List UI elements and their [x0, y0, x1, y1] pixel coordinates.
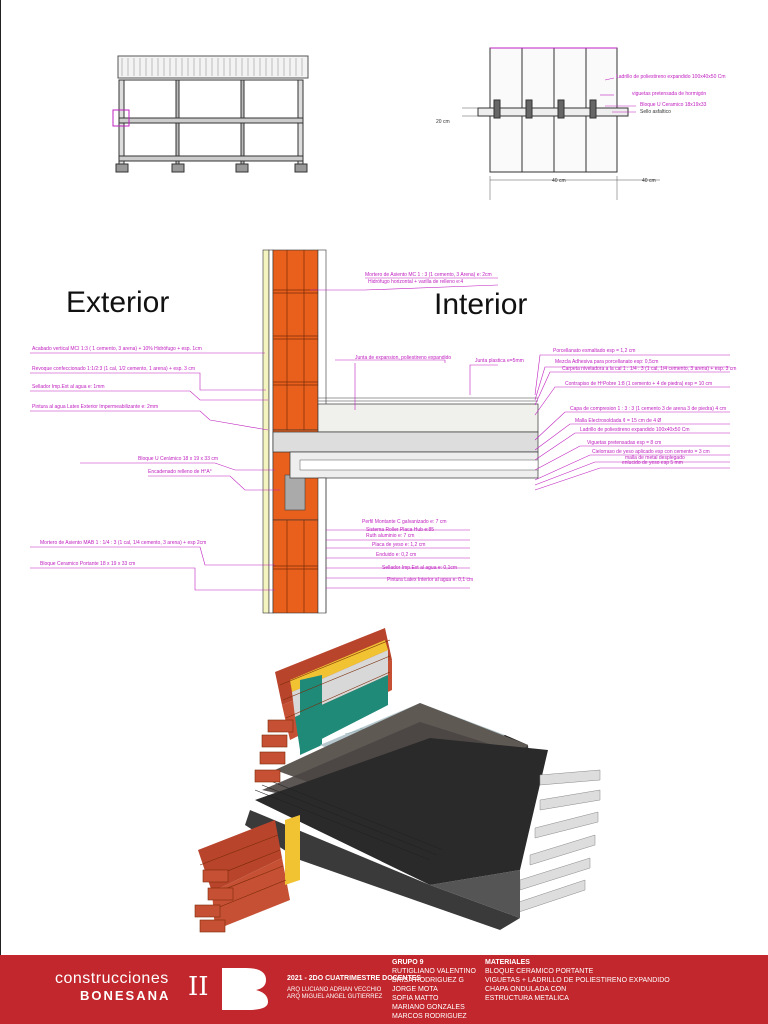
beam-detail: [462, 47, 660, 200]
annotation: Mezcla Adhesiva para porcellanato esp: 0…: [555, 359, 659, 365]
isometric-model: [194, 628, 601, 933]
annotation: Viguetas pretensadas esp = 8 cm: [587, 440, 662, 446]
annotation: Perfil Montante C galvanizado e: 7 cm: [362, 519, 447, 525]
interior-label: Interior: [434, 288, 528, 321]
annotation: Porcellanato esmaltado esp = 1,2 cm: [553, 348, 636, 354]
annotation: Mortero de Asiento MAB 1 : 1/4 : 3 (1 ca…: [40, 540, 207, 546]
group-title: GRUPO 9: [392, 959, 424, 966]
annotation: Sello asfaltico: [640, 109, 671, 115]
annotation: Placa de yeso e: 1,2 cm: [372, 542, 426, 548]
material-item: VIGUETAS + LADRILLO DE POLIESTIRENO EXPA…: [485, 977, 670, 984]
brand-line1: construcciones: [55, 970, 169, 987]
annotation: Mortero de Asiento MC 1 : 3 (1 cemento, …: [365, 272, 492, 278]
annotation: Bloque U Cerámico 18 x 19 x 33 cm: [138, 456, 219, 462]
annotation: malla de metal desplegado: [625, 455, 685, 461]
brand-roman: II: [188, 972, 209, 1002]
annotation: Sellador Imp.Ext al agua e: 1mm: [32, 384, 105, 390]
annotation: Cielorraso de yeso aplicado esp con ceme…: [592, 449, 710, 455]
group-member: MARCOS RODRIGUEZ: [392, 1013, 467, 1020]
annotation: Sistema Roller Placa Hub e:85: [366, 527, 435, 533]
page-border: [0, 0, 1, 955]
annotation: Acabado vertical MCI 1:3 ( 1 cemento, 3 …: [32, 346, 202, 352]
annotation: Bloque U Ceramico 18x19x33: [640, 102, 707, 108]
group-member: RUTIGLIANO VALENTINO: [392, 968, 476, 975]
annotation: Malla Electrosoldada ¢ = 15 cm de 4 Ø: [575, 418, 662, 424]
annotation: Ladrillo de poliestireno expandido 100x4…: [616, 74, 726, 80]
annotation: Ruth aluminio e: 7 cm: [366, 533, 415, 539]
annotation: Sellador Imp.Ext al agua e: 0,1cm: [382, 565, 458, 571]
annotation: Ladrillo de poliestireno expandido 100x4…: [580, 427, 690, 433]
exterior-label: Exterior: [66, 286, 170, 319]
material-item: ESTRUCTURA METALICA: [485, 995, 569, 1002]
group-member: BRISA RODRIGUEZ G: [392, 977, 464, 984]
teacher-1: ARQ LUCIANO ADRIAN VECCHIO: [287, 987, 382, 993]
annotation: viguetas pretensada de hormigón: [632, 91, 707, 97]
dimension-label: 40 cm: [552, 178, 566, 184]
annotation: Hidrófugo horizontal + varilla de rellen…: [368, 279, 464, 285]
teacher-2: ARQ MIGUEL ANGEL GUTIERREZ: [287, 994, 383, 1000]
group-member: JORGE MOTA: [392, 986, 438, 993]
annotation: Carpeta niveladora a la cal 1 : 1/4 : 3 …: [562, 366, 737, 372]
annotation: Enduido e: 0,2 cm: [376, 552, 417, 558]
annotation: Junta plastica e=5mm: [475, 358, 524, 364]
annotation: Pintura al agua Latex Exterior Impermeab…: [32, 404, 159, 410]
annotation: Contrapiso de HºPobre 1:8 (1 cemento + 4…: [565, 381, 713, 387]
dimension-label: 40 cm: [642, 178, 656, 184]
materials-title: MATERIALES: [485, 959, 530, 966]
material-item: BLOQUE CERAMICO PORTANTE: [485, 968, 594, 975]
dimension-label: 20 cm: [436, 119, 450, 125]
group-member: MARIANO GONZALES: [392, 1004, 465, 1011]
b-logo-icon: [222, 968, 268, 1010]
annotation: enlucido de yeso esp 5 mm: [622, 460, 683, 466]
wall-slab-section: [30, 249, 730, 614]
annotation: Capa de compresion 1 : 3 : 3 (1 cemento …: [570, 406, 727, 412]
material-item: CHAPA ONDULADA CON: [485, 986, 567, 993]
annotation: Revoque confeccionado 1:1/2:3 (1 cal, 1/…: [32, 366, 196, 372]
footer-bar: [0, 955, 768, 1024]
brand-line2: BONESANA: [80, 988, 171, 1003]
annotation: Pintura Latex Interior al agua e: 0,1 cm: [387, 577, 474, 583]
course-label: 2021 - 2DO CUATRIMESTRE DOCENTES: [287, 975, 422, 982]
annotation: Encadenado relleno de H°A°: [148, 469, 212, 475]
building-section: [112, 55, 309, 173]
group-member: SOFIA MATTO: [392, 995, 439, 1002]
annotation: Junta de expansion, poliestireno expandi…: [355, 355, 452, 361]
annotation: Bloque Ceramico Portante 18 x 19 x 33 cm: [40, 561, 136, 567]
